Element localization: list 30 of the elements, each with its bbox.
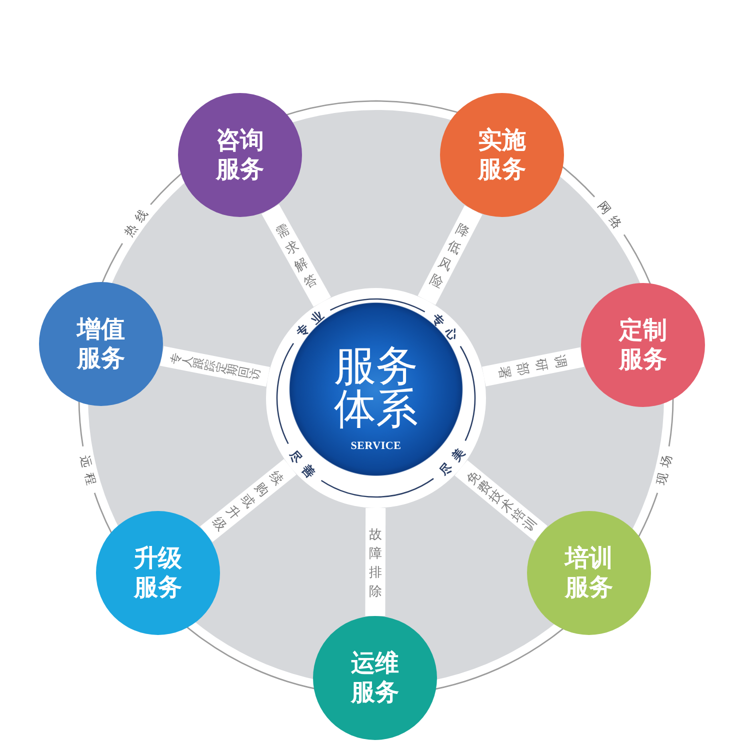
spoke-label: 专人跟踪定期回访 bbox=[168, 351, 263, 382]
spoke-label: 需求解答 bbox=[274, 222, 320, 292]
spoke-band bbox=[482, 347, 584, 386]
hub-title: 服务体系 bbox=[333, 344, 419, 431]
service-title: 运维服务 bbox=[350, 649, 400, 707]
ring-label: 尽善 bbox=[286, 446, 322, 485]
ring-label: 远程 bbox=[76, 452, 99, 492]
service-title: 咨询服务 bbox=[214, 126, 265, 184]
service-title: 培训服务 bbox=[563, 544, 614, 602]
spoke-band bbox=[418, 205, 482, 305]
service-title: 实施服务 bbox=[476, 126, 527, 184]
ring-label: 专业 bbox=[292, 304, 331, 342]
service-title: 升级服务 bbox=[132, 544, 183, 602]
ring-label: 网络 bbox=[594, 198, 628, 236]
spoke-band bbox=[262, 204, 332, 307]
spoke-band bbox=[160, 346, 270, 387]
spoke-label: 降低风险 bbox=[427, 222, 472, 292]
spoke-label: 调研部署 bbox=[495, 354, 568, 380]
hub-subtitle: SERVICE bbox=[350, 440, 402, 452]
spoke-band bbox=[200, 459, 296, 542]
spoke-label: 免费技术培训 bbox=[464, 468, 540, 535]
ring-label: 现场 bbox=[653, 448, 676, 488]
spoke-label: 续购或升级 bbox=[208, 468, 286, 534]
service-title: 定制服务 bbox=[618, 316, 668, 374]
ring-label: 专心 bbox=[428, 310, 466, 347]
spoke-band bbox=[454, 460, 548, 542]
spoke-label: 故障排除 bbox=[368, 527, 382, 600]
service-title: 增值服务 bbox=[75, 315, 126, 373]
spoke-band bbox=[365, 508, 386, 616]
ring-label: 热线 bbox=[120, 202, 153, 242]
